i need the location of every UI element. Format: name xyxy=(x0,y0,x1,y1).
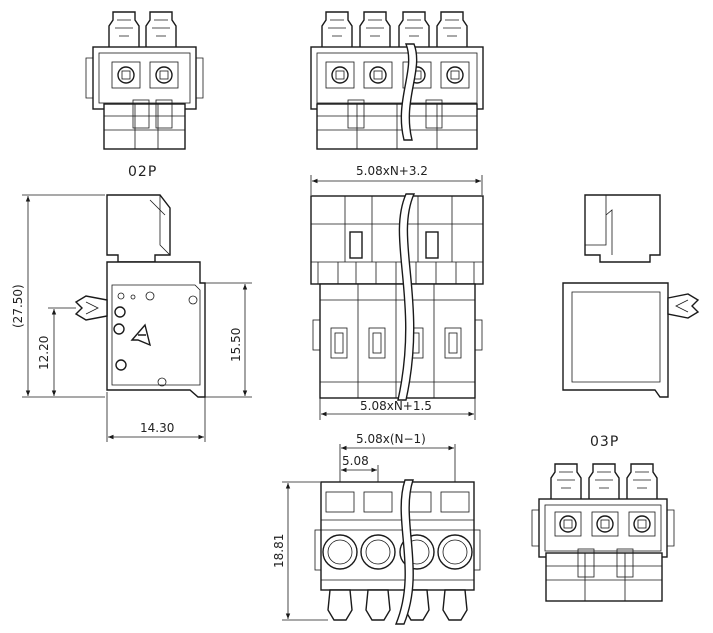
label-03p: 03P xyxy=(590,434,619,450)
view-04p-front: 5.08xN+3.2 5.08xN+1.5 xyxy=(310,164,484,420)
dim-height-15-50: 15.50 xyxy=(229,328,243,362)
dim-width-14-30: 14.30 xyxy=(140,421,174,435)
view-side-left: (27.50) 12.20 15.50 14.30 xyxy=(11,194,252,442)
view-02p-top xyxy=(85,11,204,150)
view-03p-top xyxy=(531,463,675,602)
label-02p: 02P xyxy=(128,164,157,180)
view-side-right xyxy=(562,194,700,398)
view-04p-bottom: 5.08x(N−1) 5.08 18.81 xyxy=(272,432,481,625)
dim-height-12-20: 12.20 xyxy=(37,336,51,370)
dim-height-27-50: (27.50) xyxy=(11,284,25,328)
dim-pitch-formula: 5.08x(N−1) xyxy=(356,432,426,446)
dim-width-top: 5.08xN+3.2 xyxy=(356,164,428,178)
dim-height-18-81: 18.81 xyxy=(272,534,286,568)
dim-pitch: 5.08 xyxy=(342,454,369,468)
view-04p-top xyxy=(310,11,484,150)
dim-width-bottom: 5.08xN+1.5 xyxy=(360,399,432,413)
